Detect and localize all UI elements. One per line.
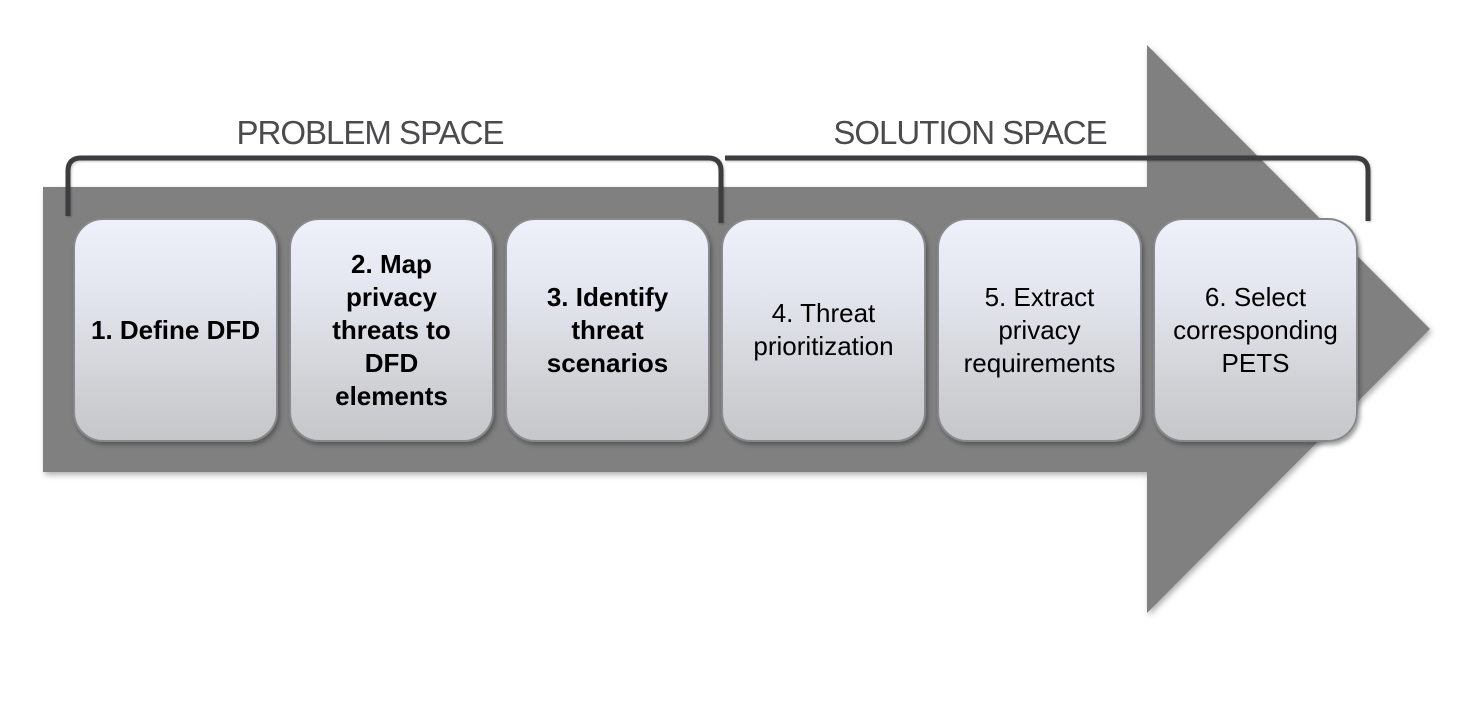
step-box-select-corresponding-pets: 6. Select corresponding PETS	[1153, 218, 1358, 442]
problem-space-bracket	[65, 155, 724, 223]
solution-space-label: SOLUTION SPACE	[833, 114, 1107, 151]
step-label: 2. Map privacy threats to DFD elements	[332, 248, 451, 411]
step-box-extract-privacy-requirements: 5. Extract privacy requirements	[937, 218, 1142, 442]
step-box-identify-threat-scenarios: 3. Identify threat scenarios	[505, 218, 710, 442]
step-label: 3. Identify threat scenarios	[546, 281, 669, 378]
step-label: 4. Threat prioritization	[753, 298, 894, 361]
step-box-define-dfd: 1. Define DFD	[73, 218, 278, 442]
solution-space-bracket	[725, 155, 1371, 221]
step-label: 5. Extract privacy requirements	[963, 281, 1116, 378]
step-label: 6. Select corresponding PETS	[1173, 281, 1338, 378]
step-label: 1. Define DFD	[90, 314, 261, 345]
step-box-map-privacy-threats: 2. Map privacy threats to DFD elements	[289, 218, 494, 442]
step-box-threat-prioritization: 4. Threat prioritization	[721, 218, 926, 442]
problem-space-label: PROBLEM SPACE	[236, 114, 505, 151]
